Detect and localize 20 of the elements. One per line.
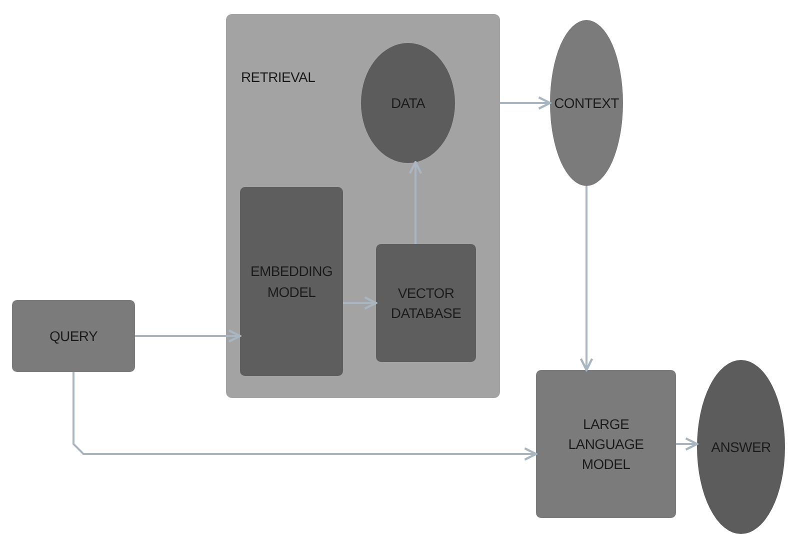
arrow — [343, 296, 378, 310]
node-label: CONTEXT — [554, 94, 619, 113]
node-label: DATA — [390, 94, 426, 113]
node-label: RETRIEVAL — [241, 68, 316, 87]
arrow — [408, 161, 422, 244]
node-label: LARGE LANGUAGE MODEL — [567, 414, 645, 474]
arrow — [135, 329, 242, 343]
arrow — [72, 372, 538, 461]
process-box — [536, 370, 676, 518]
process-box — [376, 244, 476, 362]
node-label: QUERY — [49, 326, 98, 346]
arrow — [500, 96, 552, 110]
retrieval-panel — [226, 14, 500, 398]
process-box — [12, 300, 135, 372]
arrow — [580, 186, 594, 372]
arrow — [676, 437, 698, 451]
node-label: ANSWER — [711, 438, 771, 457]
node-label: EMBEDDING MODEL — [249, 262, 334, 302]
process-box — [240, 187, 343, 376]
node-label: VECTOR DATABASE — [390, 284, 462, 323]
